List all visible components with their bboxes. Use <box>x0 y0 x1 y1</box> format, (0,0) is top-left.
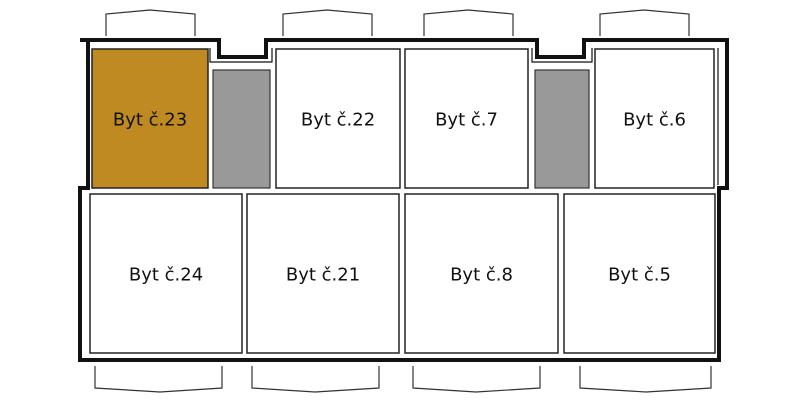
flat-8-area[interactable] <box>404 193 559 354</box>
balcony-top-2 <box>282 9 373 36</box>
flat-21-label: Byt č.21 <box>286 265 360 286</box>
flat-21-area[interactable] <box>246 193 400 354</box>
balcony-bottom-1 <box>94 366 223 393</box>
flat-7-area[interactable] <box>404 48 529 189</box>
balcony-top-4 <box>599 9 690 36</box>
flat-21[interactable]: Byt č.21 <box>246 193 400 354</box>
flat-24[interactable]: Byt č.24 <box>89 193 243 354</box>
flat-5[interactable]: Byt č.5 <box>563 193 716 354</box>
flat-6[interactable]: Byt č.6 <box>594 48 715 189</box>
flat-6-label: Byt č.6 <box>623 110 686 131</box>
core-right <box>534 69 590 189</box>
flat-24-area[interactable] <box>89 193 243 354</box>
flat-7[interactable]: Byt č.7 <box>404 48 529 189</box>
balcony-top-1 <box>105 9 196 36</box>
flat-5-area[interactable] <box>563 193 716 354</box>
flat-22[interactable]: Byt č.22 <box>275 48 401 189</box>
flat-24-label: Byt č.24 <box>129 265 203 286</box>
flat-7-label: Byt č.7 <box>435 110 498 131</box>
flat-23-area[interactable] <box>91 48 209 189</box>
balcony-bottom-2 <box>251 366 380 393</box>
core-left <box>212 69 271 189</box>
balcony-bottom-3 <box>412 366 541 393</box>
flat-22-area[interactable] <box>275 48 401 189</box>
flat-8[interactable]: Byt č.8 <box>404 193 559 354</box>
flat-22-label: Byt č.22 <box>301 110 375 131</box>
balcony-bottom-4 <box>579 366 712 393</box>
flat-23[interactable]: Byt č.23 <box>91 48 209 189</box>
flat-23-label: Byt č.23 <box>113 110 187 131</box>
flat-5-label: Byt č.5 <box>608 265 671 286</box>
outer-wall <box>78 38 729 362</box>
flat-6-area[interactable] <box>594 48 715 189</box>
balcony-top-3 <box>423 9 514 36</box>
flat-8-label: Byt č.8 <box>450 265 513 286</box>
